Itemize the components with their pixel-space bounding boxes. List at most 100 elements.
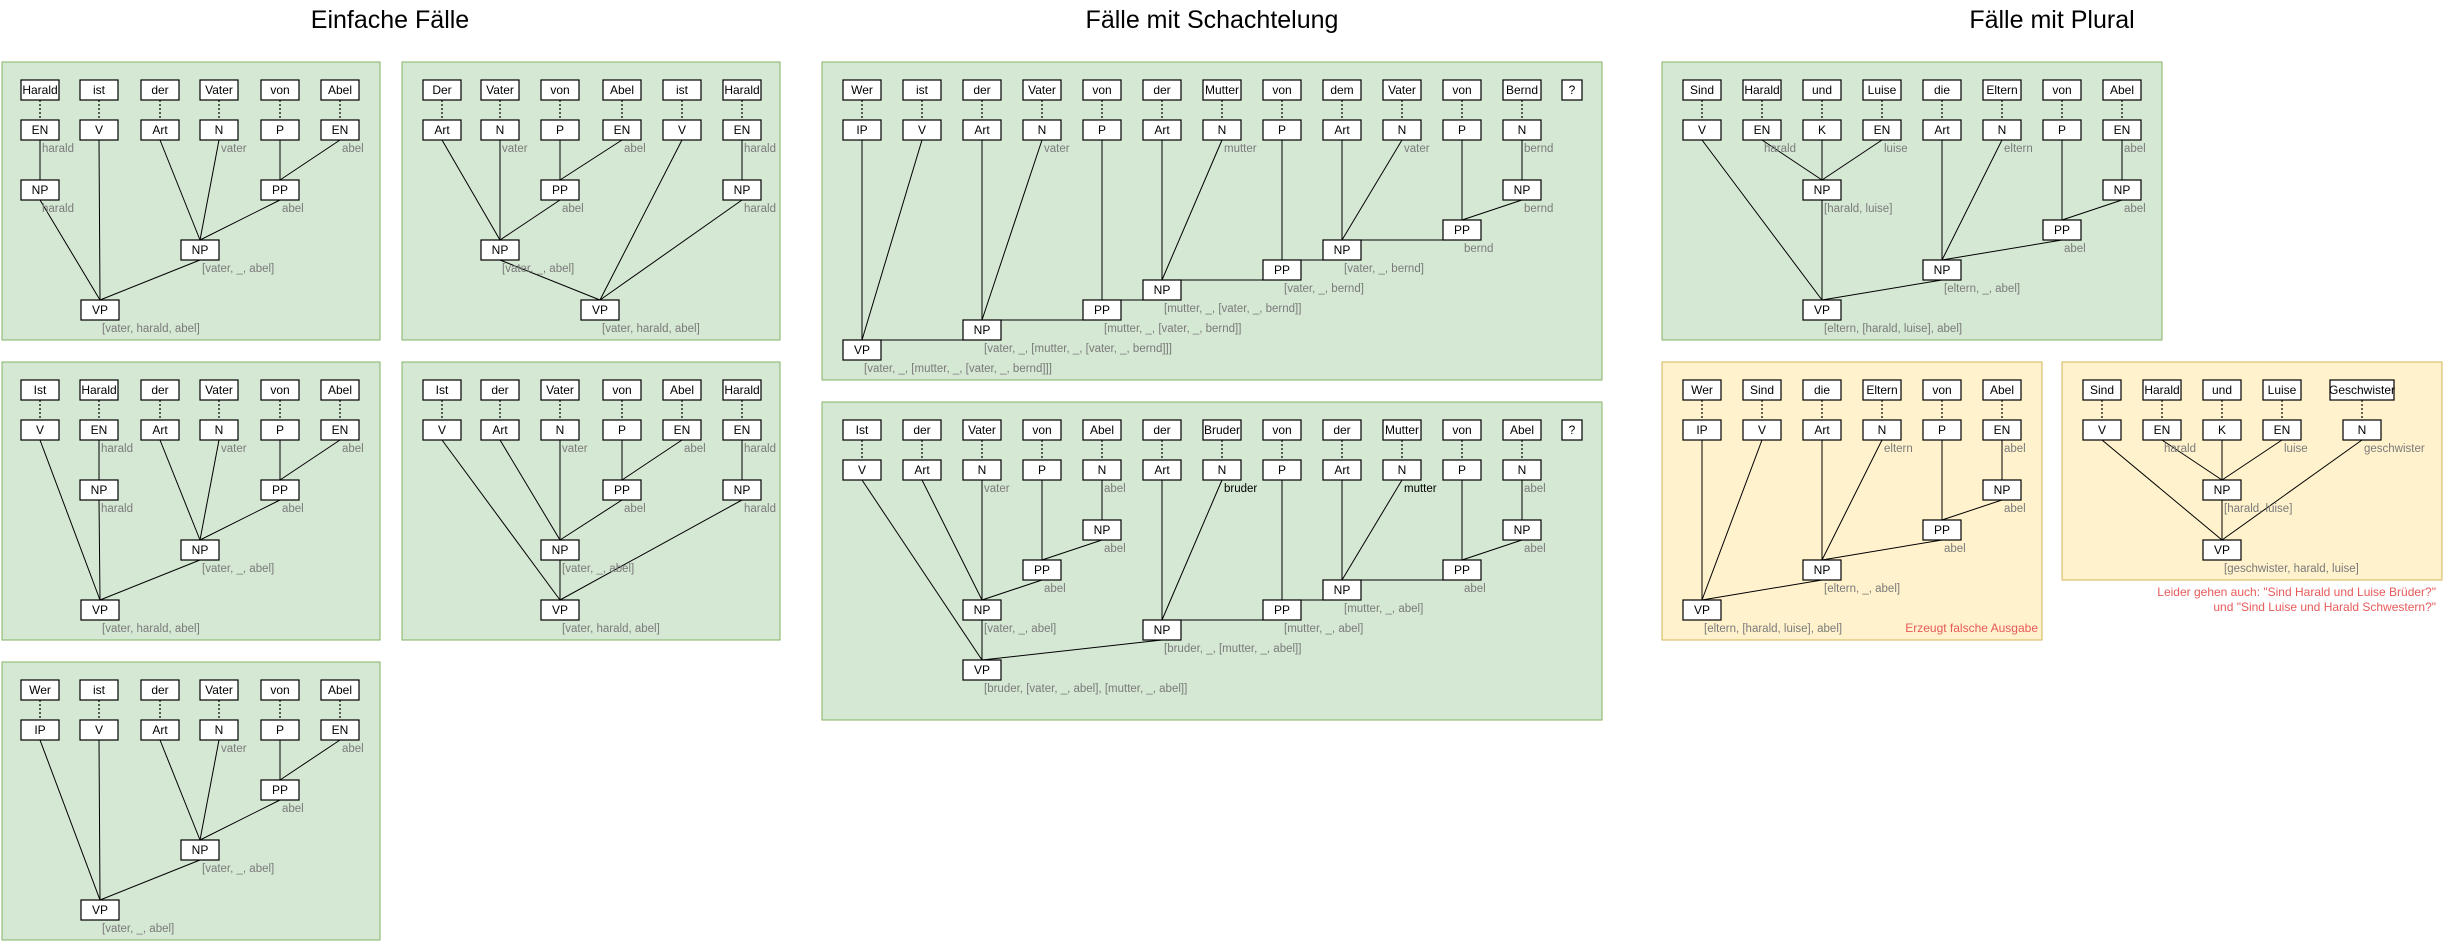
word-wer-label: Wer [851,83,873,97]
pos-k-box [2202,419,2242,441]
word-?-box [1561,419,1583,441]
word-ist-label: ist [916,83,929,97]
edges [39,139,341,301]
word-semantics: harald [42,143,74,155]
pos-en: EN [1742,119,1782,141]
pos-n: N [1202,119,1242,141]
node-np-label: NP [1094,523,1111,537]
word-abel-label: Abel [328,383,352,397]
node-np-label: NP [1514,183,1531,197]
tree-edge [1701,439,1763,601]
tree-edge [621,439,683,481]
word-abel: Abel [1502,419,1542,441]
node-np: NP [1082,519,1122,541]
node-pp: PP [1442,219,1482,241]
tree-edge [1461,539,1523,561]
node-semantics: [mutter, _, abel] [1284,623,1363,635]
pos-n: N [1082,459,1122,481]
pos-en: EN [1982,419,2022,441]
pos-p-label: P [556,123,564,137]
panel-plural-1: SindVHaraldENharaldundKLuiseENluisedieAr… [1661,61,2163,341]
word-harald-label: Harald [2144,383,2179,397]
tree-edge [599,199,743,301]
node-vp-label: VP [92,903,108,917]
pos-art-box [140,419,180,441]
pos-art-label: Art [974,123,990,137]
pos-k-box [1802,119,1842,141]
node-pp: PP [260,479,300,501]
node-semantics: abel [2064,243,2086,255]
pos-p-label: P [276,423,284,437]
word-geschwister: Geschwister [2329,379,2395,401]
word-?-box [1561,79,1583,101]
word-?-label: ? [1569,423,1576,437]
node-pp-label: PP [1274,603,1290,617]
node-np: NP [1322,239,1362,261]
pos-k: K [2202,419,2242,441]
word-semantics: abel [2004,443,2026,455]
word-ist: Ist [20,379,60,401]
pos-en: EN [1862,119,1902,141]
tree-edge [1341,139,1403,241]
pos-n: N [1382,119,1422,141]
pos-en-label: EN [332,123,349,137]
word-vater: Vater [199,679,239,701]
pos-k-label: K [2218,423,2226,437]
pos-n-label: N [1098,463,1107,477]
pos-en-box [1982,419,2022,441]
node-np-box [1982,479,2022,501]
tree-edge [39,739,101,901]
node-pp: PP [2042,219,2082,241]
pos-p-label: P [1278,463,1286,477]
node-semantics: abel [1524,543,1546,555]
pos-p-label: P [1038,463,1046,477]
node-semantics: [geschwister, harald, luise] [2224,563,2359,575]
word-semantics: eltern [1884,443,1913,455]
pos-p: P [1442,459,1482,481]
word-ist: Ist [422,379,462,401]
word-der-label: der [151,383,168,397]
node-np: NP [180,839,220,861]
node-np-box [1922,259,1962,281]
node-np-label: NP [32,183,49,197]
node-semantics: [bruder, _, [mutter, _, abel]] [1164,643,1301,655]
node-pp-label: PP [272,483,288,497]
node-pp-label: PP [1034,563,1050,577]
pos-p: P [1262,119,1302,141]
pos-en: EN [722,419,762,441]
word-ist: ist [902,79,942,101]
node-np-box [2102,179,2142,201]
pos-n-label: N [1218,463,1227,477]
pos-art-box [1802,419,1842,441]
pos-en-label: EN [1994,423,2011,437]
node-pp: PP [260,779,300,801]
pos-n-label: N [1518,463,1527,477]
tree-edge [2061,199,2123,221]
tree-edge [159,739,201,841]
pos-n-label: N [215,123,224,137]
pos-v: V [20,419,60,441]
word-abel: Abel [602,79,642,101]
word-von-label: von [1272,423,1291,437]
word-vater: Vater [199,79,239,101]
tree-edge [599,139,683,301]
word-vater-label: Vater [486,83,514,97]
pos-v: V [79,719,119,741]
word-vater-label: Vater [546,383,574,397]
node-np-box [540,539,580,561]
pos-p-box [602,419,642,441]
pos-v-label: V [1698,123,1706,137]
node-vp-label: VP [552,603,568,617]
word-mutter-label: Mutter [1385,423,1419,437]
pos-art-box [140,719,180,741]
pos-v-box [1682,119,1722,141]
word-ist-label: Ist [436,383,449,397]
pos-en-box [20,119,60,141]
tree-edge [559,139,623,181]
node-semantics: bernd [1464,243,1493,255]
pos-p-box [260,719,300,741]
pos-v-label: V [678,123,686,137]
pos-en-label: EN [1874,123,1891,137]
tree-edge [199,739,220,841]
node-np-label: NP [1814,183,1831,197]
